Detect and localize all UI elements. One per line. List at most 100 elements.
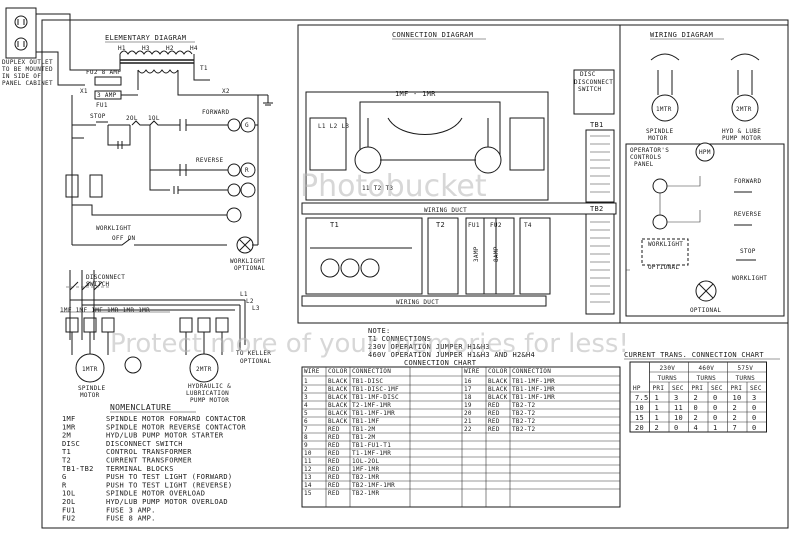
conn-chart-cell: 16 (464, 378, 472, 385)
conn-chart-cell: TB1-1MF-1MR (512, 386, 555, 393)
light-r (652, 214, 668, 230)
contactor-pin-labels: L1 L2 L3 (318, 123, 349, 130)
ct-col-header: SEC (750, 385, 762, 392)
nomenclature-desc: FUSE 3 AMP. (106, 506, 156, 514)
h2-label: H2 (166, 45, 174, 52)
conn-chart-cell: 4 (304, 402, 308, 409)
operators-1: OPERATOR'S (630, 147, 669, 154)
conn-chart-cell: RED (328, 426, 340, 433)
conn-chart-header: WIRE (304, 368, 320, 375)
conn-chart-cell: BLACK (328, 386, 348, 393)
h4-label: H4 (190, 45, 198, 52)
spindle-motor-tag: 1MTR (82, 366, 98, 373)
nomenclature-desc: HYD/LUB PUMP MOTOR STARTER (106, 432, 224, 440)
wiring-diagram-frame (619, 24, 789, 324)
ol-label-1: 2OL (126, 115, 138, 122)
ct-chart-frame (629, 361, 767, 433)
conn-chart-cell: 9 (304, 442, 308, 449)
outlet-label-line: DUPLEX OUTLET (2, 59, 53, 66)
hydlube-motor-symbol (189, 353, 219, 383)
nomenclature-desc: DISCONNECT SWITCH (106, 440, 183, 448)
nomenclature-desc: TERMINAL BLOCKS (106, 465, 174, 473)
wiring-hydlube-2: PUMP MOTOR (722, 135, 761, 142)
light-g (652, 178, 668, 194)
conn-chart-cell: TB1-DISC (352, 378, 383, 385)
t1-label: T1 (200, 65, 208, 72)
conn-chart-frame (301, 366, 621, 508)
tb2-label: TB2 (590, 205, 604, 213)
contactor-panel (305, 91, 549, 201)
nomenclature-code: 1MF (62, 415, 76, 423)
conn-chart-cell: BLACK (488, 378, 508, 385)
conn-chart-cell: RED (488, 410, 500, 417)
ct-cell: 0 (674, 424, 679, 432)
wiring-optional: OPTIONAL (648, 264, 679, 271)
spindle-motor-symbol (75, 353, 105, 383)
connection-diagram: CONNECTION DIAGRAM 1MF - 1MR L1 L2 L3 11… (297, 24, 621, 324)
conn-chart-cell: TB2-T2 (512, 410, 536, 417)
amp3-label: 3AMP (473, 246, 480, 262)
wiring-optional-2: OPTIONAL (690, 307, 721, 314)
conn-chart-cell: 11 (304, 458, 312, 465)
reverse-label: REVERSE (196, 157, 223, 164)
wiring-spindle-1: SPINDLE (646, 128, 673, 135)
notes-line-2: 230V OPERATION JUMPER H1&H3 (368, 343, 490, 351)
conn-chart-cell: TB1-1MF-DISC (352, 394, 399, 401)
ct-cell: 1 (655, 414, 660, 422)
conn-chart-cell: TB2-1MR (352, 474, 379, 481)
ct-cell: 4 (694, 424, 699, 432)
transformer-secondary (137, 69, 179, 74)
outlet-label-line: TO BE MOUNTED (2, 66, 53, 73)
nomenclature-title: NOMENCLATURE (110, 403, 171, 412)
ct-cell: 15 (635, 414, 644, 422)
motor-terminal-labels: 11 T2 T3 (362, 185, 393, 192)
nomenclature-desc: FUSE 8 AMP. (106, 515, 156, 523)
conn-chart-cell: 1OL-2OL (352, 458, 379, 465)
t1-block-label: T1 (330, 221, 339, 229)
conn-chart-cell: TB1-1MF-1MR (512, 378, 555, 385)
fuse-3amp-label: 3 AMP (97, 92, 117, 99)
conn-chart-cell: TB2-1MR (352, 490, 379, 497)
conn-chart-header: WIRE (464, 368, 480, 375)
ct-cell: 10 (674, 414, 683, 422)
conn-chart-cell: 15 (304, 490, 312, 497)
conn-chart-cell: 13 (304, 474, 312, 481)
conn-chart-cell: TB2-T2 (512, 402, 536, 409)
conn-chart-cell: RED (328, 442, 340, 449)
conn-chart-cell: RED (488, 418, 500, 425)
conn-chart-header: CONNECTION (352, 368, 391, 375)
ol-label-2: 1OL (148, 115, 160, 122)
nomenclature-desc: HYD/LUB PUMP MOTOR OVERLOAD (106, 498, 228, 506)
reverse-light (240, 162, 256, 178)
terminal-block-small (519, 217, 551, 295)
conn-chart-cell: BLACK (328, 394, 348, 401)
conn-chart-cell: 7 (304, 426, 308, 433)
transformer-t1-block (305, 217, 423, 295)
watermark-text-2: Protect more of your memories for less! (110, 329, 629, 359)
ct-col-header: PRI (653, 385, 665, 392)
nomenclature-desc: PUSH TO TEST LIGHT (FORWARD) (106, 473, 232, 481)
ct-turns: TURNS (658, 375, 678, 382)
nomenclature-desc: SPINDLE MOTOR REVERSE CONTACTOR (106, 423, 246, 431)
nomenclature-code: T2 (62, 457, 71, 465)
l2-label: L2 (246, 298, 254, 305)
to-keller-2: OPTIONAL (240, 358, 271, 365)
contactor-label: 1MF - 1MR (395, 90, 436, 98)
conn-chart-header: CONNECTION (512, 368, 551, 375)
disc-label: DISC (580, 71, 596, 78)
outlet-label-line: IN SIDE OF (2, 73, 41, 80)
conn-chart-title: CONNECTION CHART (404, 359, 477, 367)
worklight-label: WORKLIGHT (96, 225, 131, 232)
ct-cell: 20 (635, 424, 644, 432)
tb-block-a (65, 174, 79, 198)
wiring-duct-2 (301, 295, 547, 307)
ct-cell: 3 (674, 394, 679, 402)
worklight-opt-2: OPTIONAL (234, 265, 265, 272)
ct-cell: 1 (713, 424, 718, 432)
notes-title: NOTE: (368, 327, 391, 335)
transformer-primary (119, 50, 193, 55)
ct-chart-title: CURRENT TRANS. CONNECTION CHART (624, 351, 764, 359)
